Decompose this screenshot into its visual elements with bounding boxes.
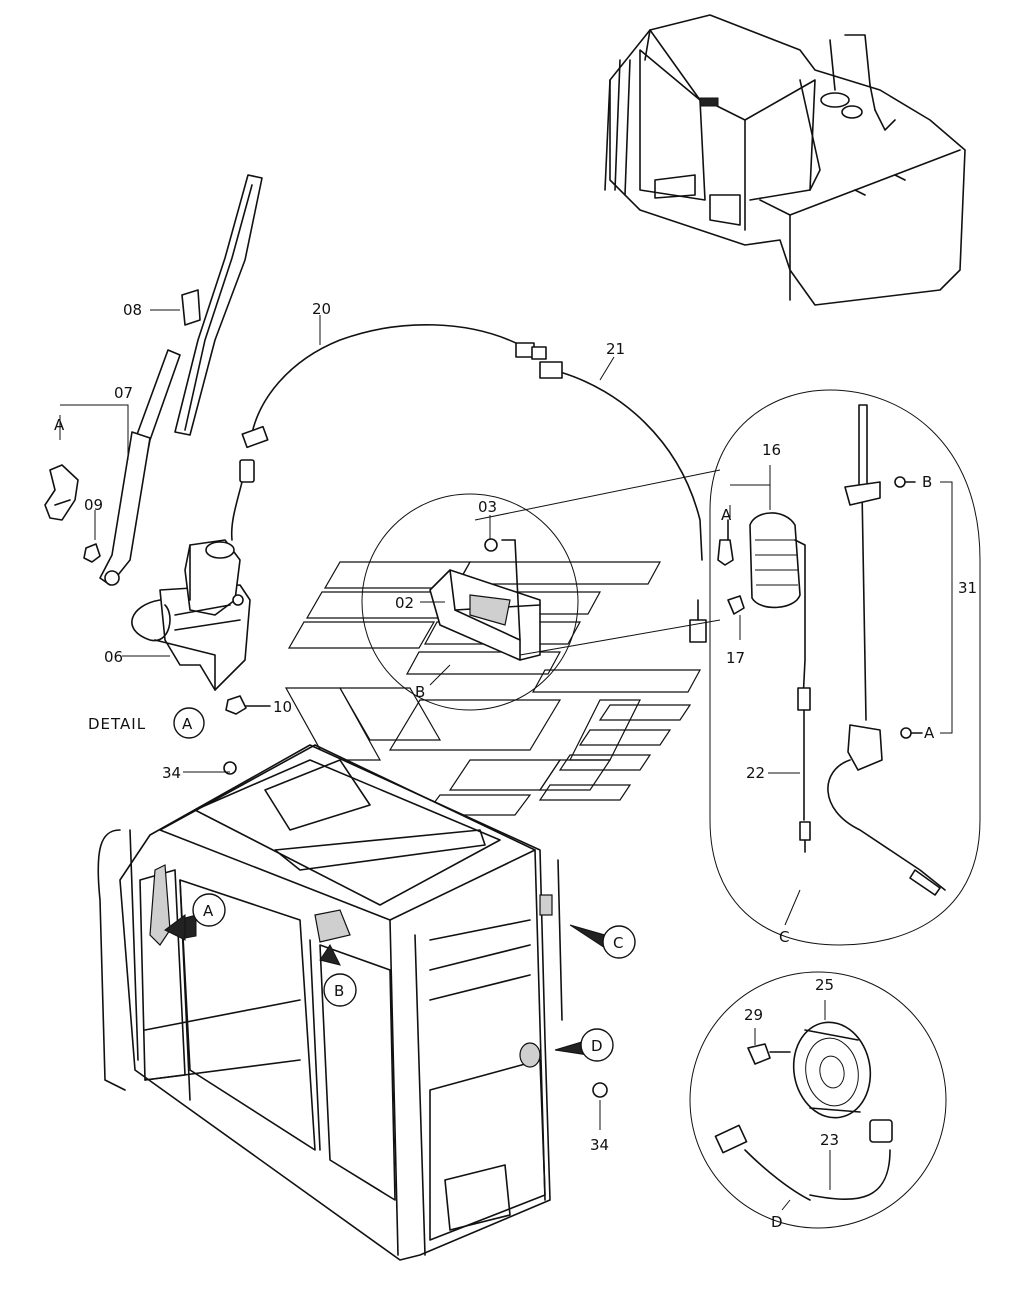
label-c-detail: C <box>779 928 789 946</box>
label-06: 06 <box>104 648 123 666</box>
label-21: 21 <box>606 340 625 358</box>
label-03: 03 <box>478 498 497 516</box>
label-22: 22 <box>746 764 765 782</box>
detail-c-oval <box>709 389 981 946</box>
callout-a-marker <box>164 914 197 941</box>
label-23: 23 <box>820 1131 839 1149</box>
machine-overview <box>604 14 966 306</box>
callout-b-letter: B <box>334 982 344 1000</box>
label-31: 31 <box>958 579 977 597</box>
callout-a-circle <box>192 893 226 927</box>
detail-text: DETAIL <box>88 715 146 733</box>
callout-d-circle <box>580 1028 614 1062</box>
detail-a-letter: A <box>182 715 193 733</box>
callout-c-circle <box>602 925 636 959</box>
callout-b-marker <box>319 944 341 966</box>
cab-body <box>97 744 608 1261</box>
label-20: 20 <box>312 300 331 318</box>
label-17: 17 <box>726 649 745 667</box>
label-10: 10 <box>273 698 292 716</box>
wiper-motor-06 <box>131 539 251 691</box>
callout-c-marker <box>569 924 606 949</box>
callout-b-circle <box>323 973 357 1007</box>
label-07: 07 <box>114 384 133 402</box>
label-a-lamp: A <box>721 506 732 524</box>
callout-d-letter: D <box>591 1037 603 1055</box>
label-25: 25 <box>815 976 834 994</box>
detail-a-circle <box>173 707 205 739</box>
label-a-wiper: A <box>54 416 65 434</box>
label-b-detail: B <box>415 683 425 701</box>
label-02: 02 <box>395 594 414 612</box>
label-a-antenna: A <box>924 724 935 742</box>
clip-a-part <box>44 464 79 521</box>
label-34-side: 34 <box>590 1136 609 1154</box>
label-d-detail: D <box>771 1213 783 1231</box>
detail-b-circle <box>361 469 721 711</box>
callout-a-letter: A <box>203 902 214 920</box>
label-08: 08 <box>123 301 142 319</box>
wiper-blade-08 <box>174 174 263 436</box>
label-29: 29 <box>744 1006 763 1024</box>
detail-d-circle <box>689 971 947 1229</box>
label-16: 16 <box>762 441 781 459</box>
label-34-roof: 34 <box>162 764 181 782</box>
label-09: 09 <box>84 496 103 514</box>
bolt-10 <box>225 695 271 715</box>
harness-20 <box>230 324 547 541</box>
wiper-arm-07 <box>99 349 181 586</box>
callout-c-letter: C <box>613 934 623 952</box>
nut-09 <box>83 543 101 563</box>
leader-lines <box>59 309 831 1211</box>
label-b-antenna: B <box>922 473 932 491</box>
harness-21 <box>539 361 707 643</box>
